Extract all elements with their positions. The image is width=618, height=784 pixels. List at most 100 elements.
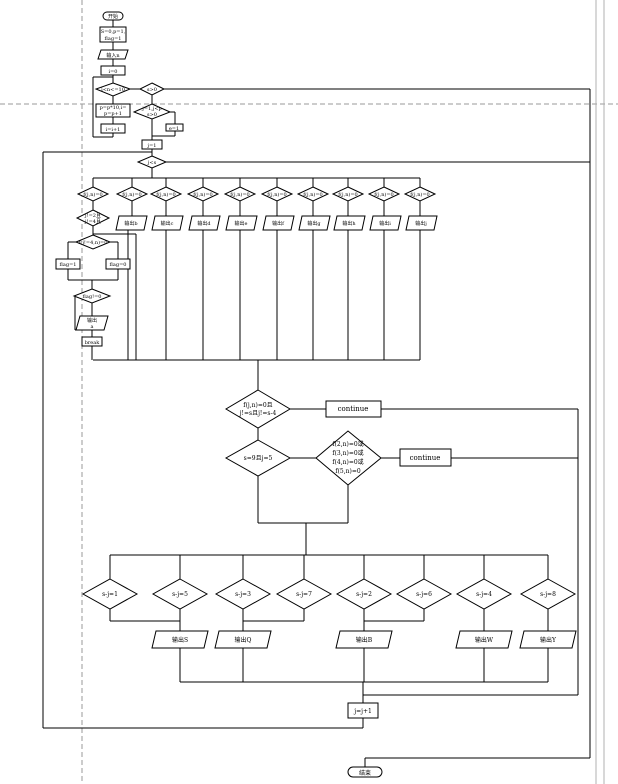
output-label: 输出c [161,220,174,227]
flag-cond-diamond [72,288,112,304]
continue-box-1 [325,400,382,418]
sub-cond-line-1: j!=2且 [84,213,101,219]
j-cond-diamond [136,155,168,169]
output-label: 输出e [235,220,248,227]
input-n-label: 输入n [106,52,120,59]
case-diamond [275,578,333,610]
output-parallelogram [225,215,258,231]
case-label: s-j=1 [102,591,118,598]
continue-box-2 [399,448,452,467]
j-cond-label: j<s [147,160,157,166]
check-diamond-row: f(j,n)=0 f(j,n)=0 f(j,n)=0 f(j,n)=0 f(j,… [76,186,437,202]
proc-line-2: p=p+1 [104,111,122,117]
start-label: 开始 [108,13,118,20]
case-label: s-j=6 [416,591,432,598]
init-line-1: S=0,p=1, [101,29,126,35]
break-label: break [85,340,101,346]
nested-cond-diamond [132,103,172,120]
s-cond-diamond [138,82,166,96]
case-output-parallelogram [455,630,513,649]
case-output-label: 输出W [475,636,494,644]
case-label: s-j=7 [296,591,312,598]
case-output-parallelogram [519,630,577,649]
check-label: f(j,n)=0 [83,191,102,198]
output-label: 输出d [197,220,211,227]
proc-box [95,103,131,118]
output-a-line-2: a [91,324,94,330]
input-n-parallelogram [97,49,129,60]
output-a-line-1: 输出 [87,317,97,324]
output-label: 输出i [379,220,391,227]
case-diamond [81,578,139,610]
case-label: s-j=5 [172,591,188,598]
output-label: 输出f [272,220,285,227]
j-assign-box [141,139,163,150]
case-diamond [395,578,453,610]
init-line-2: flag=1 [105,36,122,42]
big-cond-line-2: j!=s且j!=s-4 [239,410,277,417]
flag-cond-label: flag!=0 [83,294,102,300]
check-label: f(j,n)=0 [193,191,212,198]
loop-cond-label: i<n<=10 [101,87,125,93]
f-cond-line-1: f(2,n)=0或 [332,440,363,448]
e-assign-box [165,123,184,132]
f-cond-line-2: f(3,n)=0或 [332,449,363,457]
output-parallelogram [262,215,295,231]
init-box [99,26,127,43]
output-parallelogram [333,215,366,231]
case-diamond [335,578,393,610]
output-parallelogram [405,215,438,231]
output-parallelogram [298,215,331,231]
case-label: s-j=3 [235,591,251,598]
inc-i-label: i=i+1 [106,127,121,133]
case-output-row: 输出S 输出Q 输出B 输出W 输出Y [151,630,577,649]
proc-line-1: p=p*10,i= [100,105,127,111]
case-label: s-j=2 [356,591,372,598]
check-diamond [76,186,110,202]
inc-i-box [100,123,126,134]
output-label: 输出j [415,220,427,227]
flag-one-label: flag=1 [60,262,77,268]
case-diamond-row: s-j=1 s-j=5 s-j=3 s-j=7 s-j=2 s-j=6 s-j=… [81,578,577,610]
sub-cond-diamond [75,209,111,227]
connector-lines [42,20,591,767]
case-label: s-j=4 [476,591,492,598]
nested-cond-line-2: s>0 [147,112,157,118]
i-zero-label: i=0 [109,69,118,75]
break-box [81,336,103,347]
check-label: f(j,n)=0 [122,191,141,198]
output-parallelogram [115,215,148,231]
case-output-parallelogram [335,630,393,649]
case-diamond [455,578,513,610]
flag-one-box [55,258,81,270]
check-diamond [186,186,220,202]
f-cond-diamond [315,430,382,486]
continue-label-2: continue [410,454,441,462]
check-diamond [260,186,294,202]
i-zero-box [100,65,126,76]
inc-j-label: j=j+1 [353,708,372,715]
case-output-label: 输出Y [540,636,557,644]
loop-cond-diamond [94,82,132,97]
case-output-label: 输出Q [235,636,252,644]
nested-cond-line-1: j=1,j<p [141,106,161,112]
start-terminal [102,11,124,21]
s-cond-label: s>0 [147,87,157,93]
s9-cond-label: s=9且j=5 [244,455,273,462]
output-label: 输出b [124,220,137,227]
case-label: s-j=8 [540,591,556,598]
check-diamond [296,186,330,202]
case-output-label: 输出S [172,636,188,644]
continue-label-1: continue [338,405,369,413]
output-row: 输出b 输出c 输出d 输出e 输出f 输出g 输出h 输出i 输出j [115,215,438,231]
check-diamond [367,186,401,202]
output-parallelogram [369,215,402,231]
check-diamond [149,186,183,202]
big-cond-line-1: f(j,n)=0且 [243,402,272,409]
case-output-label: 输出B [356,636,373,644]
inc-j-box [347,702,379,719]
check-label: f(j,n)=0 [303,191,322,198]
f-cond-line-3: f(4,n)=0或 [332,458,363,466]
f-cond-line-4: f(5,n)=0 [335,468,361,475]
